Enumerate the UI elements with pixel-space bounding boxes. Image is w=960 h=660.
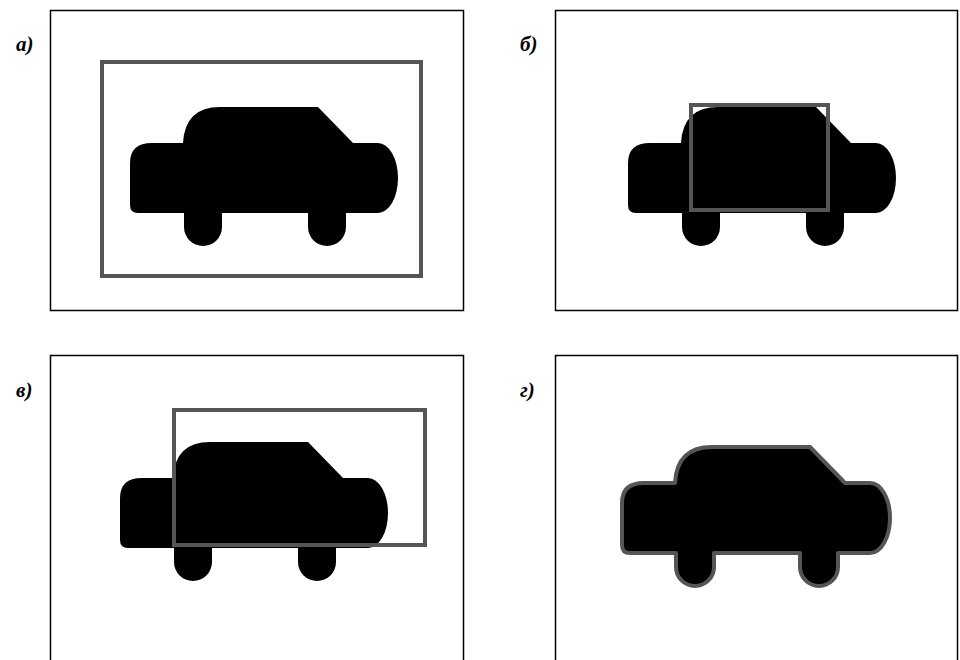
panel-frame — [556, 11, 958, 311]
car-outline — [622, 447, 890, 586]
panel-frame — [51, 11, 464, 311]
panel-label: г) — [520, 380, 535, 401]
panel-label: в) — [16, 380, 32, 401]
panel-frame — [556, 356, 958, 660]
panel-label: б) — [520, 34, 537, 55]
car-silhouette — [130, 107, 398, 246]
bounding-box — [102, 62, 421, 276]
bounding-box — [691, 105, 828, 210]
car-silhouette — [120, 442, 388, 581]
bounding-box — [174, 410, 425, 545]
panel-label: а) — [16, 34, 34, 55]
car-silhouette — [628, 107, 896, 246]
panel-frame — [51, 356, 464, 660]
